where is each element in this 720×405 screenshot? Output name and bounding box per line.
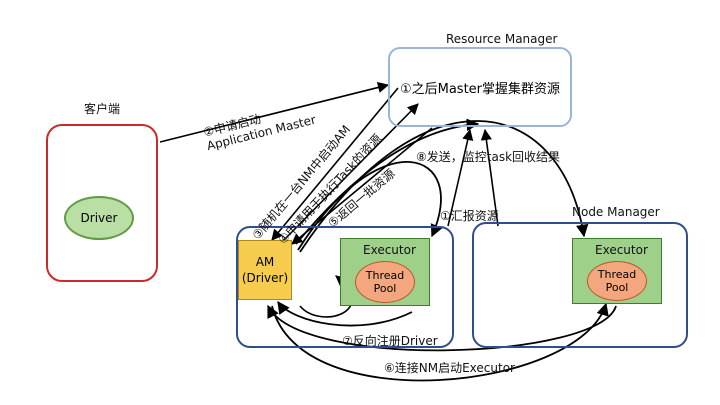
executor-right-box: Executor Thread Pool xyxy=(572,238,662,304)
thread-pool-left-line1: Thread xyxy=(365,269,405,282)
edge-step1-left-arrow xyxy=(447,128,474,227)
edge-label-step7: ⑦反向注册Driver xyxy=(342,334,438,348)
edge-step1-right-arrow xyxy=(480,128,499,227)
thread-pool-left-line2: Pool xyxy=(373,282,397,295)
edge-step4-arrow xyxy=(283,103,419,241)
edge-step6-return-arrow xyxy=(267,304,617,352)
executor-left-label: Executor xyxy=(363,243,416,257)
edge-step6-arrow xyxy=(271,302,609,382)
am-driver-label: (Driver) xyxy=(241,271,289,285)
driver-label: Driver xyxy=(80,211,118,225)
edge-label-step6: ⑥连接NM启动Executor xyxy=(384,361,515,375)
thread-pool-right: Thread Pool xyxy=(587,261,647,301)
application-master-box: AM (Driver) xyxy=(238,240,292,300)
edge-step3-arrow xyxy=(271,87,399,241)
thread-pool-right-line2: Pool xyxy=(605,281,629,294)
edge-label-step8: ⑧发送，监控task回收结果 xyxy=(416,150,561,164)
thread-pool-right-line1: Thread xyxy=(597,268,637,281)
am-label: AM xyxy=(255,255,275,269)
edge-step8-executor-arrow xyxy=(297,161,443,251)
edge-label-step1: ①汇报资源 xyxy=(440,209,499,223)
executor-right-label: Executor xyxy=(595,243,648,257)
node-manager-left-box xyxy=(236,226,454,348)
node-manager-title: Node Manager xyxy=(572,205,660,219)
client-title: 客户端 xyxy=(84,102,121,116)
thread-pool-left: Thread Pool xyxy=(355,261,415,303)
edge-step8-arrow xyxy=(295,118,480,245)
client-box xyxy=(46,124,158,282)
edge-step8-right-arrow xyxy=(299,120,589,253)
resource-manager-box: ①之后Master掌握集群资源 xyxy=(388,47,572,127)
executor-left-box: Executor Thread Pool xyxy=(340,238,430,306)
driver-ellipse: Driver xyxy=(64,196,134,240)
edge-step7-arrow xyxy=(277,300,413,327)
edge-step2-arrow xyxy=(159,82,390,143)
node-manager-right-box xyxy=(472,222,688,348)
resource-manager-title: Resource Manager xyxy=(446,32,558,46)
resource-manager-text: ①之后Master掌握集群资源 xyxy=(399,81,561,97)
